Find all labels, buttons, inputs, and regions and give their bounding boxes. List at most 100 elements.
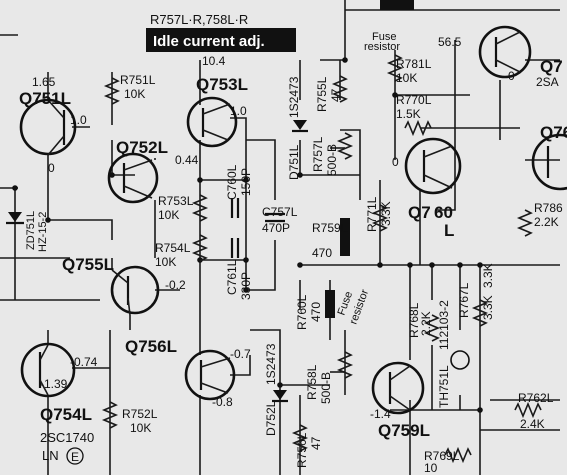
q753-symbol — [186, 96, 238, 148]
r759-label: R759L — [312, 221, 348, 235]
fuse-resistor-top — [380, 0, 414, 10]
q754-symbol — [20, 342, 76, 398]
r771-label: R771L — [365, 196, 379, 232]
q754-label: Q754L — [40, 405, 92, 424]
c761-label: C761L — [225, 259, 239, 295]
idle-current-banner: Idle current adj. — [153, 33, 265, 50]
q752-symbol — [107, 152, 159, 204]
r755-value: 47 — [329, 88, 343, 102]
r762-label: R762L — [518, 391, 554, 405]
q751-label: Q751L — [19, 89, 71, 108]
part-2sc1740: 2SC1740 — [40, 430, 94, 445]
q76-edge-label: Q76 — [540, 123, 567, 142]
r768-label: R768L — [407, 302, 421, 338]
q760-symbol — [404, 137, 462, 195]
zd751-label: ZD751L — [25, 211, 37, 250]
d752-label: D752L — [264, 400, 278, 436]
q756-label: Q756L — [125, 337, 177, 356]
voltage-m07: -0.7 — [230, 347, 251, 361]
q756-symbol — [184, 349, 236, 401]
voltage-m139: -1.39 — [40, 377, 68, 391]
r754-label: R754L — [155, 241, 191, 255]
c760-value: 150P — [239, 168, 253, 196]
r753-value: 10K — [158, 208, 179, 222]
r770-label: R770L — [396, 93, 432, 107]
voltage-10-q751: 1.0 — [70, 113, 87, 127]
q755-label: Q755L — [62, 255, 114, 274]
q7-topright-label: Q7 — [540, 57, 563, 76]
part-2sa: 2SA — [536, 75, 559, 89]
q760-label-c: L — [444, 221, 454, 240]
r754-value: 10K — [155, 255, 176, 269]
r758-value: 500-B — [319, 372, 333, 404]
r755-label: R755L — [315, 76, 329, 112]
voltage-0c: 0 — [48, 161, 55, 175]
r760-value: 470 — [309, 302, 323, 322]
voltage-565: 56.5 — [438, 35, 462, 49]
d751-label: D751L — [287, 144, 301, 180]
voltage-044: 0.44 — [175, 153, 199, 167]
q759-label: Q759L — [378, 421, 430, 440]
r767-label: R767L — [457, 282, 471, 318]
fuse-resistor-r759 — [340, 218, 350, 256]
q759-symbol — [371, 361, 425, 415]
r767-value: 3.3K — [481, 295, 495, 320]
r760-label: R760L — [295, 294, 309, 330]
r768-value: 2.2K — [419, 311, 433, 336]
c760-label: C760L — [225, 164, 239, 200]
voltage-0a: 0 — [508, 69, 515, 83]
header-label: R757L·R,758L·R — [150, 12, 248, 27]
r786-label: R786 — [534, 201, 563, 215]
fuse-top-label: Fuse — [372, 31, 396, 43]
part-e-circle — [66, 447, 84, 465]
q753-label: Q753L — [196, 75, 248, 94]
th751-value: 112103-2 — [437, 300, 451, 350]
r781-label: R781L — [396, 57, 432, 71]
r751-value: 10K — [124, 87, 145, 101]
part-ln: LN — [42, 448, 59, 463]
zd751-value: HZ-15-2 — [37, 212, 49, 252]
r771-value: 3.3K — [379, 201, 393, 226]
q760-label-b: 60 — [434, 203, 453, 222]
r-3k3-label: 3.3K — [481, 263, 495, 288]
th751-label: TH751L — [437, 365, 451, 408]
q752-label: Q752L — [116, 138, 168, 157]
diodes — [6, 120, 470, 403]
r756-value: 47 — [309, 436, 323, 450]
voltage-0b: 0 — [392, 155, 399, 169]
q751-symbol — [19, 98, 77, 156]
voltage-10-q753: 1.0 — [230, 104, 247, 118]
r757-value: 500-B — [325, 144, 339, 176]
d752-value: 1S2473 — [264, 343, 278, 385]
resistors — [101, 54, 542, 464]
voltage-m08: -0.8 — [212, 395, 233, 409]
r758-label: R758L — [305, 364, 319, 400]
r753-label: R753L — [158, 194, 194, 208]
r752-label: R752L — [122, 407, 158, 421]
voltage-m02: -0.2 — [165, 278, 186, 292]
c757-value: 470P — [262, 221, 290, 235]
r751-label: R751L — [120, 73, 156, 87]
d751-value: 1S2473 — [287, 76, 301, 118]
idle-current-banner-bg — [146, 28, 296, 52]
trimmer-arrows — [330, 147, 345, 373]
c761-value: 330P — [239, 272, 253, 300]
r769-value: 10 — [424, 461, 438, 475]
q760-label-a: Q7 — [408, 203, 431, 222]
voltage-m14: -1.4 — [370, 407, 391, 421]
fuse-resistor-r760 — [325, 290, 335, 318]
c757-label: C757L — [262, 205, 298, 219]
fuse-top-label-2: resistor — [364, 41, 400, 53]
r786-value: 2.2K — [534, 215, 559, 229]
voltage-104: 10.4 — [202, 54, 226, 68]
r769-label: R769L — [424, 449, 460, 463]
r757-label: R757L — [311, 136, 325, 172]
r759-value: 470 — [312, 246, 332, 260]
r770-value: 1.5K — [396, 107, 421, 121]
part-e: E — [71, 450, 79, 464]
capacitors — [230, 198, 285, 258]
r752-value: 10K — [130, 421, 151, 435]
q755-symbol — [110, 265, 160, 316]
